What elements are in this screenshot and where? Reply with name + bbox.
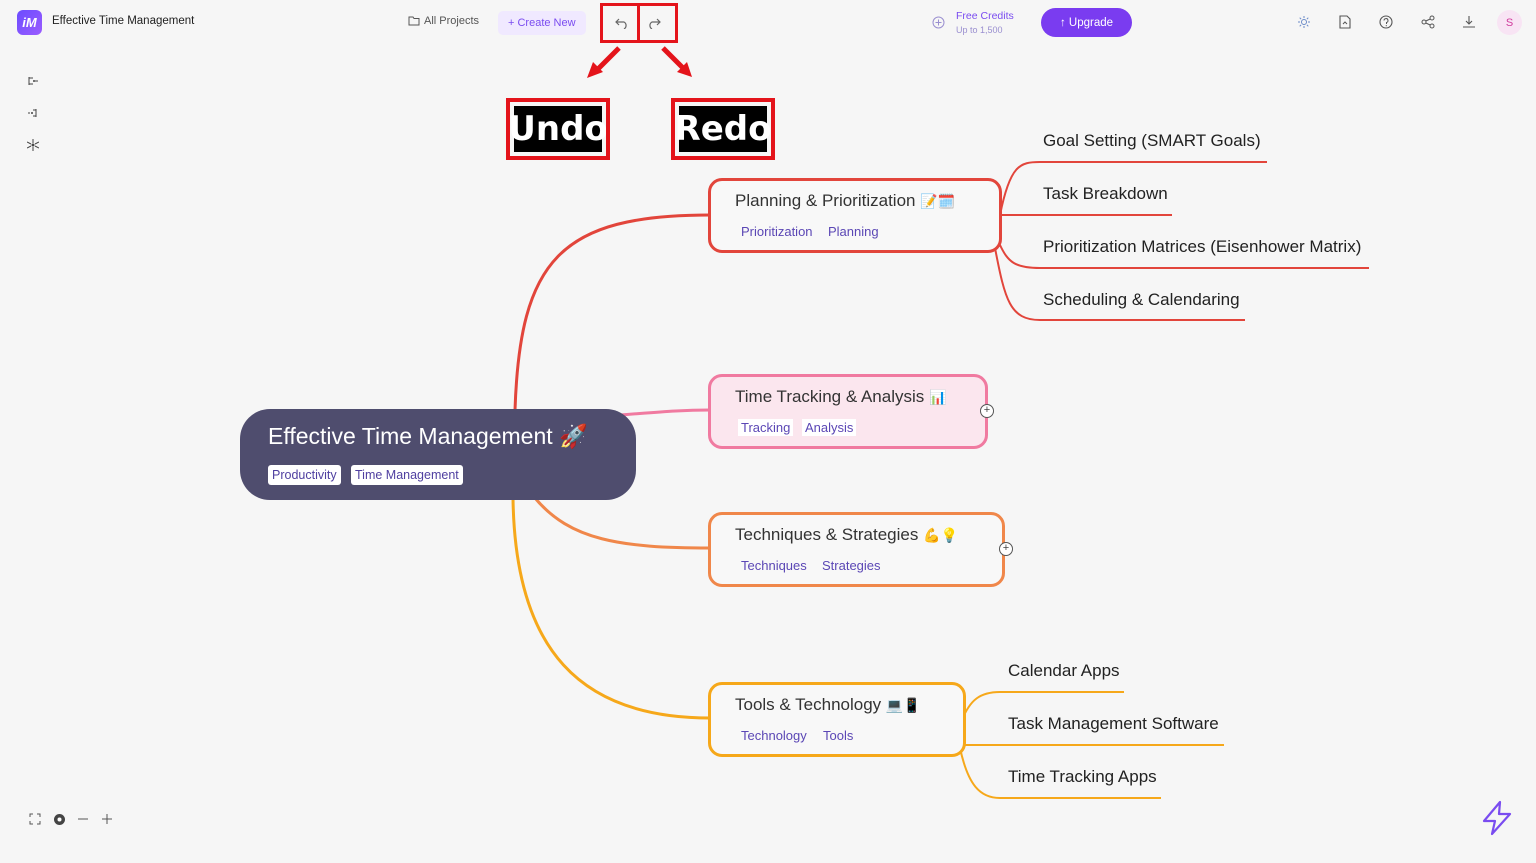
tag-strategies[interactable]: Strategies (822, 558, 881, 573)
layout-radial-icon (27, 139, 39, 151)
user-avatar[interactable]: S (1497, 10, 1522, 35)
expand-icon[interactable]: + (980, 404, 994, 418)
memo-icon: 📝 (920, 193, 938, 209)
redo-button[interactable] (637, 6, 671, 40)
root-tag-time-management[interactable]: Time Management (351, 465, 463, 485)
root-tag-productivity[interactable]: Productivity (268, 465, 341, 485)
undo-callout: Undo (506, 98, 610, 160)
all-projects-label: All Projects (424, 15, 480, 27)
expand-icon[interactable]: + (999, 542, 1013, 556)
connector-planning (513, 213, 711, 411)
folder-icon (408, 16, 420, 26)
theme-toggle-button[interactable] (1287, 5, 1321, 39)
share-icon (1421, 15, 1435, 29)
credits-plus-icon (932, 16, 945, 34)
credits-limit-label: Up to 1,500 (956, 25, 1003, 35)
mobile-phone-icon: 📱 (903, 697, 921, 713)
leaf-node[interactable]: Calendar Apps (1008, 661, 1120, 680)
undo-highlight-box (600, 3, 640, 43)
all-projects-button[interactable]: All Projects (408, 15, 479, 27)
root-title: Effective Time Management 🚀 (268, 423, 588, 449)
branch-node-techniques[interactable]: Techniques & Strategies 💪💡 Techniques St… (708, 512, 1005, 587)
leaf-node[interactable]: Prioritization Matrices (Eisenhower Matr… (1043, 237, 1362, 256)
redo-callout: Redo (671, 98, 775, 160)
center-button[interactable] (50, 813, 68, 826)
zoom-in-button[interactable] (98, 813, 116, 825)
connector-tracking (619, 408, 711, 417)
zoom-controls (20, 802, 118, 836)
share-button[interactable] (1411, 5, 1445, 39)
project-title[interactable]: Effective Time Management (52, 15, 195, 27)
connector-techniques (533, 497, 711, 550)
undo-icon (615, 18, 627, 29)
tag-tracking[interactable]: Tracking (738, 419, 794, 436)
minus-icon (78, 818, 88, 820)
connector-scheduling (994, 247, 1245, 321)
redo-highlight-box (637, 3, 678, 43)
leaf-node[interactable]: Task Management Software (1008, 714, 1219, 733)
leaf-node[interactable]: Goal Setting (SMART Goals) (1043, 131, 1261, 150)
create-new-button[interactable]: + Create New (498, 11, 586, 35)
connector-tools (511, 497, 711, 720)
expand-arrows-icon (29, 813, 41, 825)
target-icon (53, 813, 65, 825)
layout-radial-button[interactable] (17, 129, 49, 161)
layout-left-icon (28, 109, 37, 117)
calendar-icon: 🗓️ (937, 193, 956, 209)
upgrade-button[interactable]: ↑ Upgrade (1041, 8, 1132, 37)
leaf-node[interactable]: Task Breakdown (1043, 184, 1168, 203)
connector-prioritization-matrices (999, 244, 1369, 269)
app-logo[interactable]: iM (17, 10, 42, 35)
tag-technology[interactable]: Technology (741, 728, 807, 743)
undo-button[interactable] (605, 6, 639, 40)
laptop-icon: 💻 (885, 697, 904, 713)
tag-analysis[interactable]: Analysis (802, 419, 857, 436)
branch-node-tools[interactable]: Tools & Technology 💻📱 Technology Tools (708, 682, 966, 757)
layout-toolbar (17, 65, 49, 165)
rocket-icon: 🚀 (559, 423, 588, 449)
flexed-arm-icon: 💪 (923, 527, 941, 543)
layout-right-icon (28, 77, 38, 85)
tag-planning[interactable]: Planning (828, 224, 879, 239)
root-node[interactable]: Effective Time Management 🚀 Productivity… (240, 409, 636, 500)
lightbulb-icon: 💡 (940, 527, 958, 543)
document-icon (1339, 15, 1351, 29)
free-credits-label[interactable]: Free Credits (956, 10, 1014, 22)
callout-arrows (587, 46, 692, 78)
connector-time-tracking-apps (959, 747, 1161, 799)
tag-prioritization[interactable]: Prioritization (741, 224, 813, 239)
leaf-node[interactable]: Scheduling & Calendaring (1043, 290, 1240, 309)
branch-title: Tools & Technology 💻📱 (735, 695, 921, 714)
download-icon (1463, 16, 1475, 28)
leaf-node[interactable]: Time Tracking Apps (1008, 767, 1157, 786)
branch-node-time-tracking[interactable]: Time Tracking & Analysis 📊 Tracking Anal… (708, 374, 988, 449)
branch-node-planning[interactable]: Planning & Prioritization 📝🗓️ Prioritiza… (708, 178, 1002, 253)
sun-icon (1298, 16, 1310, 28)
redo-icon (649, 18, 661, 29)
branch-title: Techniques & Strategies 💪💡 (735, 525, 958, 544)
tag-techniques[interactable]: Techniques (741, 558, 807, 573)
layout-left-button[interactable] (17, 97, 49, 129)
zoom-out-button[interactable] (74, 813, 92, 825)
top-bar: iM Effective Time Management All Project… (0, 0, 1536, 44)
bar-chart-icon: 📊 (929, 389, 947, 405)
branch-title: Time Tracking & Analysis 📊 (735, 387, 947, 406)
help-button[interactable] (1369, 5, 1403, 39)
download-button[interactable] (1452, 5, 1486, 39)
present-button[interactable] (1328, 5, 1362, 39)
help-icon (1379, 15, 1393, 29)
lightning-icon (1482, 800, 1512, 836)
tag-tools[interactable]: Tools (823, 728, 854, 743)
plus-icon (102, 814, 112, 824)
connector-goal-setting (999, 161, 1267, 216)
fit-screen-button[interactable] (26, 813, 44, 825)
layout-right-button[interactable] (17, 65, 49, 97)
branch-title: Planning & Prioritization 📝🗓️ (735, 191, 956, 210)
ai-lightning-button[interactable] (1480, 800, 1514, 841)
